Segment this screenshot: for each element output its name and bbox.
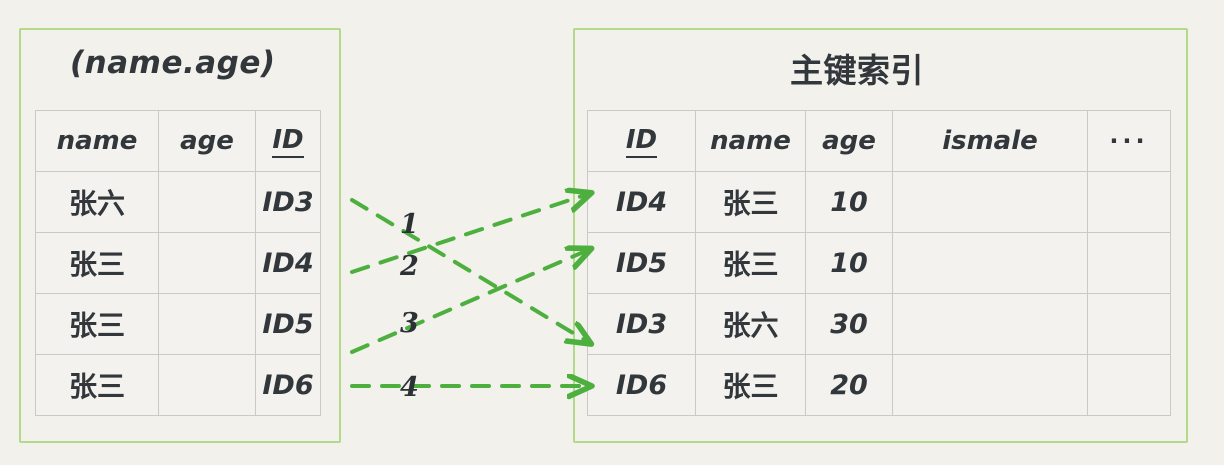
cell-name: 张三 [35, 293, 159, 355]
table-row: ID5 张三 10 [587, 232, 1171, 294]
arrow-2 [350, 194, 588, 274]
cell-age: 30 [805, 293, 893, 355]
secondary-index-title: (name.age) [70, 45, 276, 81]
table-row: 张三 ID6 [35, 354, 321, 416]
primary-index-table: ID name age ismale ··· ID4 张三 10 ID5 张三 … [587, 110, 1171, 416]
cell-more [1087, 171, 1171, 233]
arrow-1 [350, 198, 588, 342]
cell-name: 张三 [35, 232, 159, 294]
cell-age: 20 [805, 354, 893, 416]
table-row: 张三 ID4 [35, 232, 321, 294]
table-row: ID3 张六 30 [587, 293, 1171, 355]
cell-name: 张三 [695, 171, 806, 233]
column-header-age: age [158, 110, 256, 172]
secondary-index-panel [19, 28, 341, 443]
cell-name: 张六 [35, 171, 159, 233]
step-label-4: 4 [400, 372, 419, 403]
cell-id: ID4 [255, 232, 321, 294]
cell-id: ID3 [587, 293, 696, 355]
cell-more [1087, 354, 1171, 416]
table-row: ID6 张三 20 [587, 354, 1171, 416]
cell-ismale [892, 293, 1088, 355]
cell-name: 张三 [695, 354, 806, 416]
cell-age [158, 232, 256, 294]
cell-id: ID6 [587, 354, 696, 416]
table-header-row: ID name age ismale ··· [587, 110, 1171, 172]
cell-name: 张三 [35, 354, 159, 416]
primary-index-panel [573, 28, 1188, 443]
table-row: 张三 ID5 [35, 293, 321, 355]
step-label-1: 1 [400, 209, 419, 240]
step-label-2: 2 [400, 251, 419, 282]
cell-id: ID6 [255, 354, 321, 416]
column-header-ismale: ismale [892, 110, 1088, 172]
column-header-more: ··· [1087, 110, 1171, 172]
table-row: ID4 张三 10 [587, 171, 1171, 233]
column-header-name: name [695, 110, 806, 172]
cell-ismale [892, 171, 1088, 233]
column-header-id: ID [255, 110, 321, 172]
cell-age [158, 354, 256, 416]
cell-more [1087, 232, 1171, 294]
cell-name: 张六 [695, 293, 806, 355]
arrow-3 [350, 250, 588, 354]
column-header-age: age [805, 110, 893, 172]
secondary-index-table: name age ID 张六 ID3 张三 ID4 张三 ID5 张三 [35, 110, 321, 416]
primary-index-title: 主键索引 [790, 51, 924, 90]
cell-age [158, 293, 256, 355]
cell-ismale [892, 354, 1088, 416]
cell-id: ID5 [255, 293, 321, 355]
cell-more [1087, 293, 1171, 355]
cell-age [158, 171, 256, 233]
step-label-3: 3 [400, 308, 419, 339]
cell-ismale [892, 232, 1088, 294]
